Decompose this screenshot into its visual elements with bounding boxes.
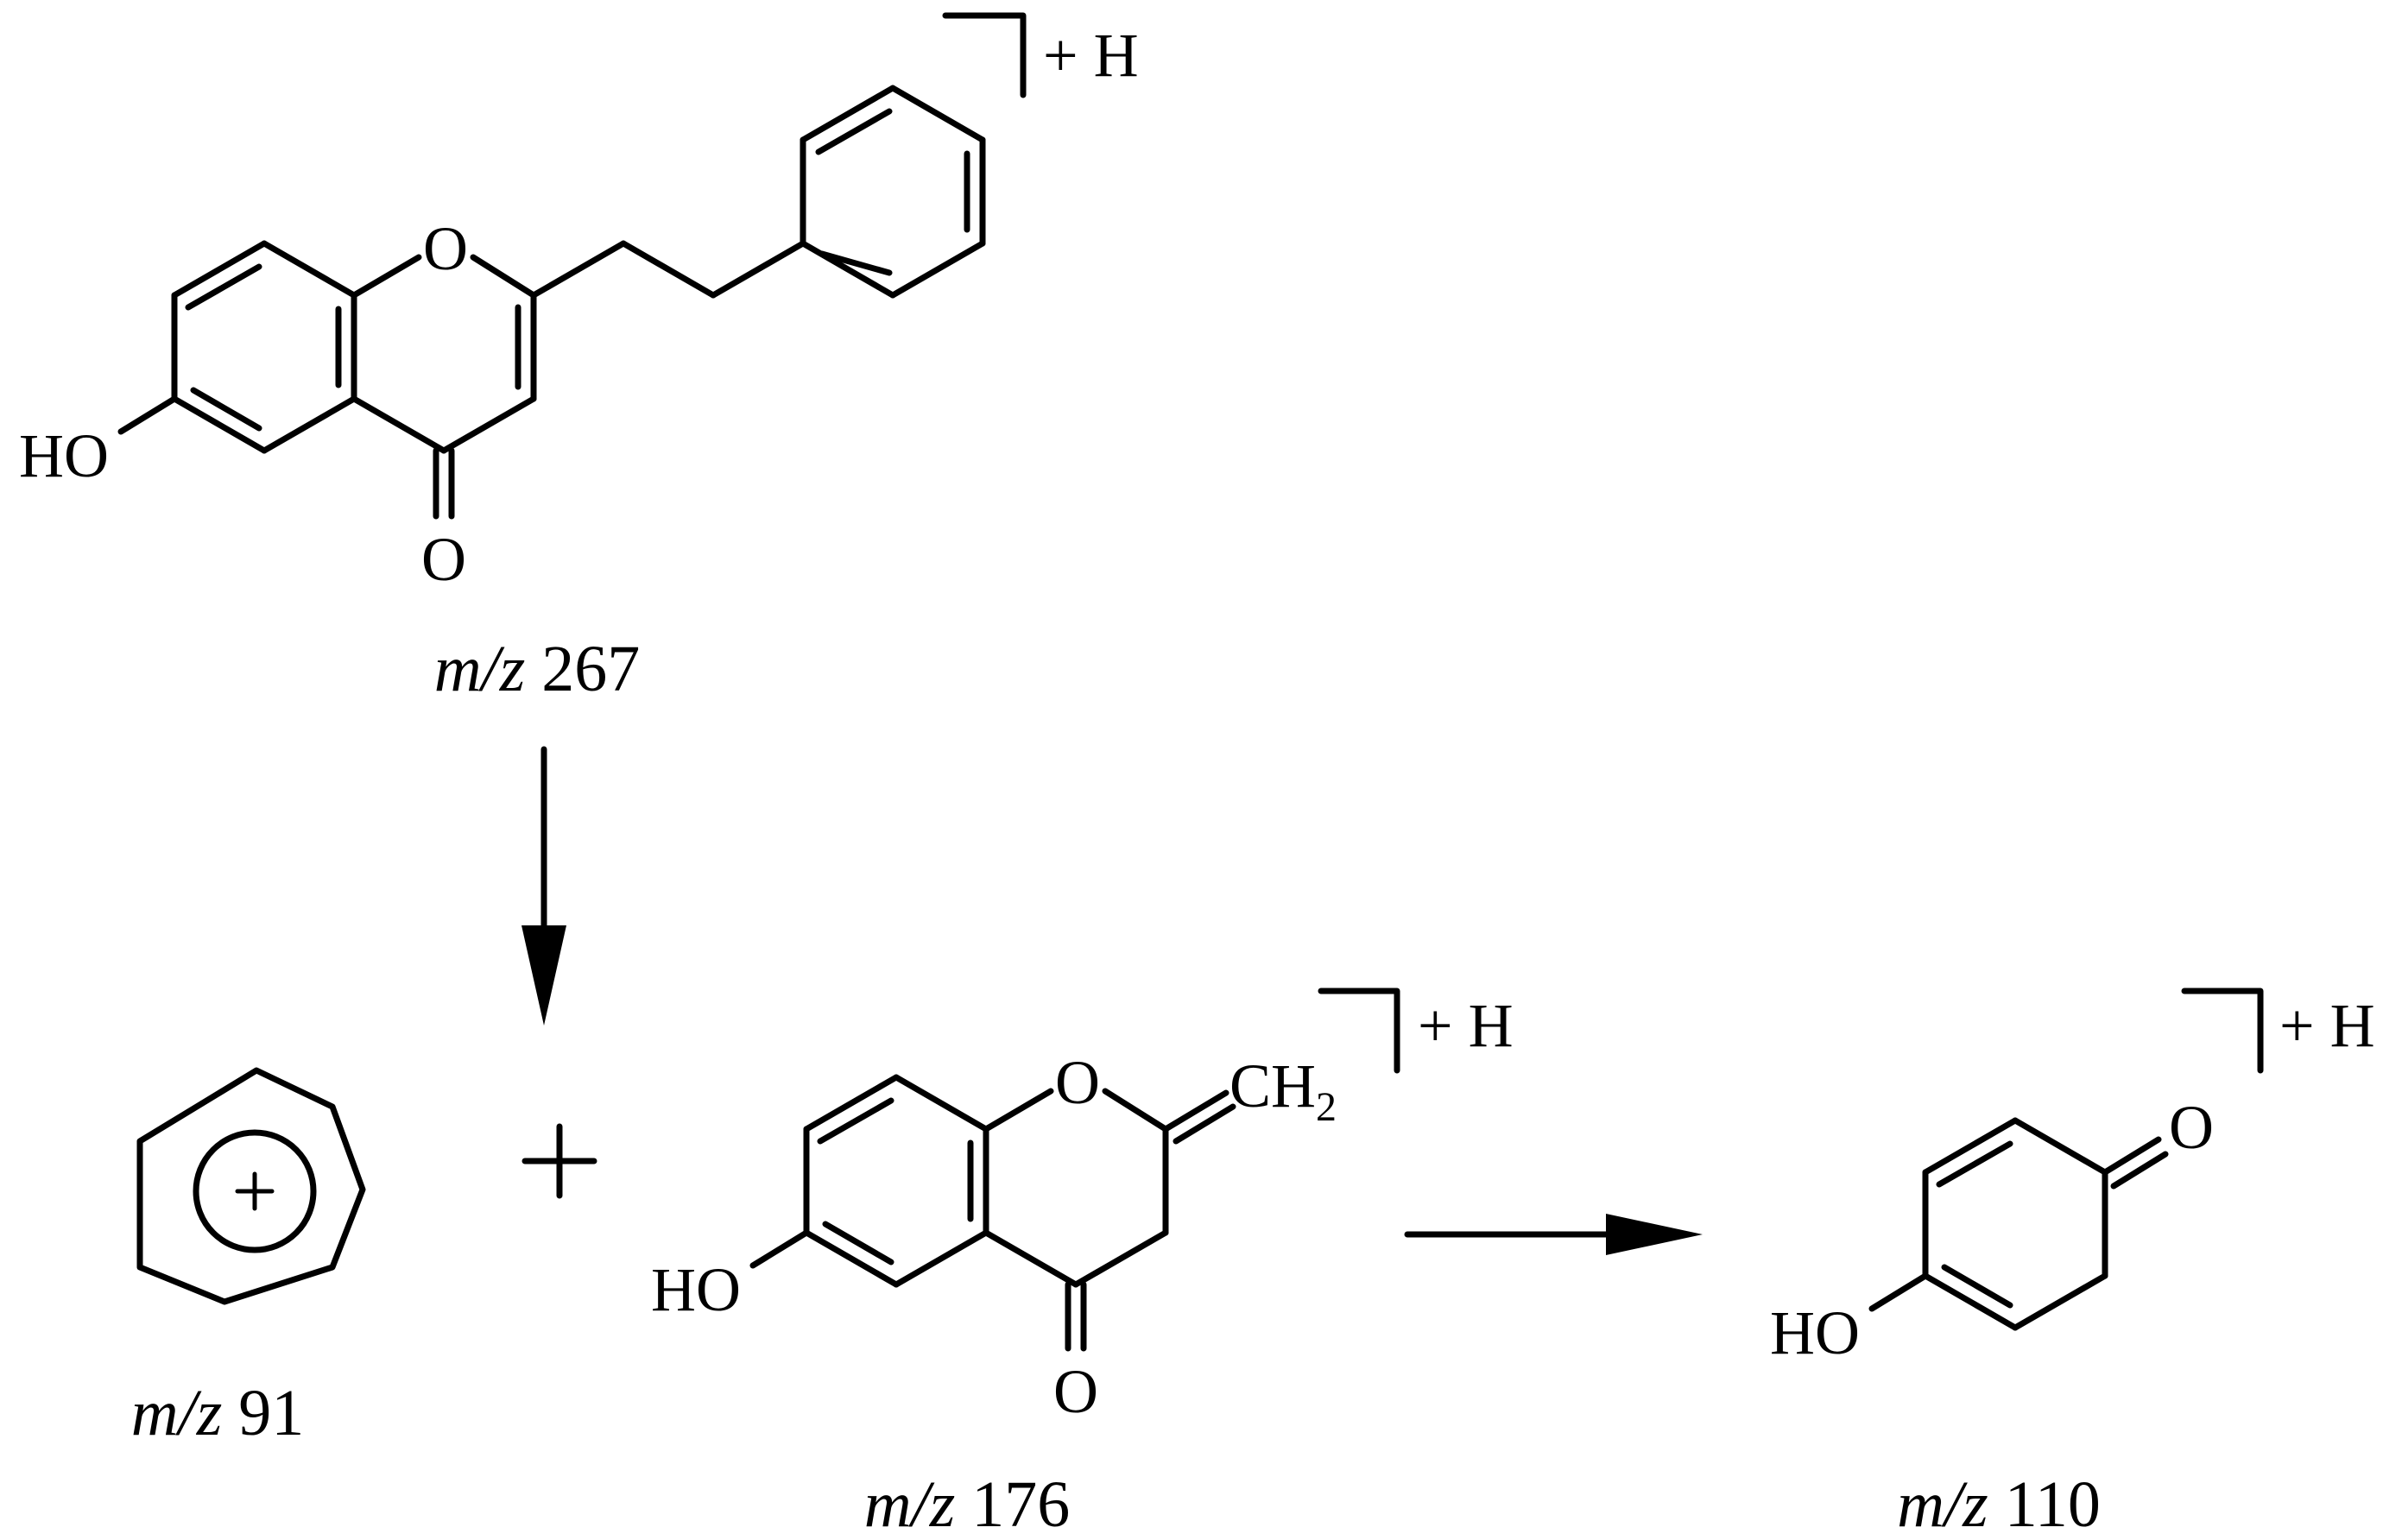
plus-sign bbox=[521, 1123, 597, 1199]
precursor-mz-prefix: m/z bbox=[434, 633, 526, 705]
quinone-hydroxyl-label: HO bbox=[1770, 1298, 1860, 1367]
precursor-charge-label: + H bbox=[1043, 21, 1139, 90]
quinone-carbonyl-oxygen-label: O bbox=[2169, 1093, 2214, 1162]
precursor-molecule bbox=[117, 12, 1027, 520]
chromanone-hydroxyl-label: HO bbox=[651, 1255, 741, 1324]
chromanone-fragment bbox=[749, 988, 1400, 1352]
quinone-mz-value: 110 bbox=[2005, 1468, 2101, 1540]
tropylium-mz-prefix: m/z bbox=[131, 1377, 223, 1449]
precursor-carbonyl-oxygen-label: O bbox=[421, 525, 466, 594]
chromanone-carbonyl-oxygen-label: O bbox=[1053, 1357, 1098, 1426]
quinone-charge-label: + H bbox=[2279, 991, 2375, 1060]
precursor-mz-value: 267 bbox=[541, 633, 640, 705]
chromanone-charge-label: + H bbox=[1418, 991, 1514, 1060]
precursor-hydroxyl-label: HO bbox=[19, 421, 109, 490]
chromanone-methylene-label: CH2 bbox=[1229, 1051, 1337, 1130]
quinone-mz-label: m/z 110 bbox=[1897, 1468, 2101, 1540]
chromanone-mz-value: 176 bbox=[971, 1468, 1070, 1540]
chromanone-mz-label: m/z 176 bbox=[864, 1468, 1071, 1540]
right-reaction-arrow bbox=[1404, 1214, 1703, 1255]
precursor-ring-oxygen-label: O bbox=[423, 214, 468, 283]
chromanone-methylene-ch: CH bbox=[1229, 1051, 1316, 1120]
chromanone-mz-prefix: m/z bbox=[864, 1468, 956, 1540]
quinone-mz-prefix: m/z bbox=[1897, 1468, 1988, 1540]
quinone-fragment bbox=[1868, 988, 2264, 1331]
tropylium-mz-value: 91 bbox=[238, 1377, 304, 1449]
tropylium-mz-label: m/z 91 bbox=[131, 1377, 305, 1449]
chromanone-ring-oxygen-label: O bbox=[1055, 1048, 1100, 1117]
precursor-mz-label: m/z 267 bbox=[434, 633, 641, 705]
down-reaction-arrow bbox=[521, 746, 566, 1026]
chromanone-methylene-subscript: 2 bbox=[1316, 1084, 1337, 1130]
tropylium-ion bbox=[136, 1067, 366, 1305]
